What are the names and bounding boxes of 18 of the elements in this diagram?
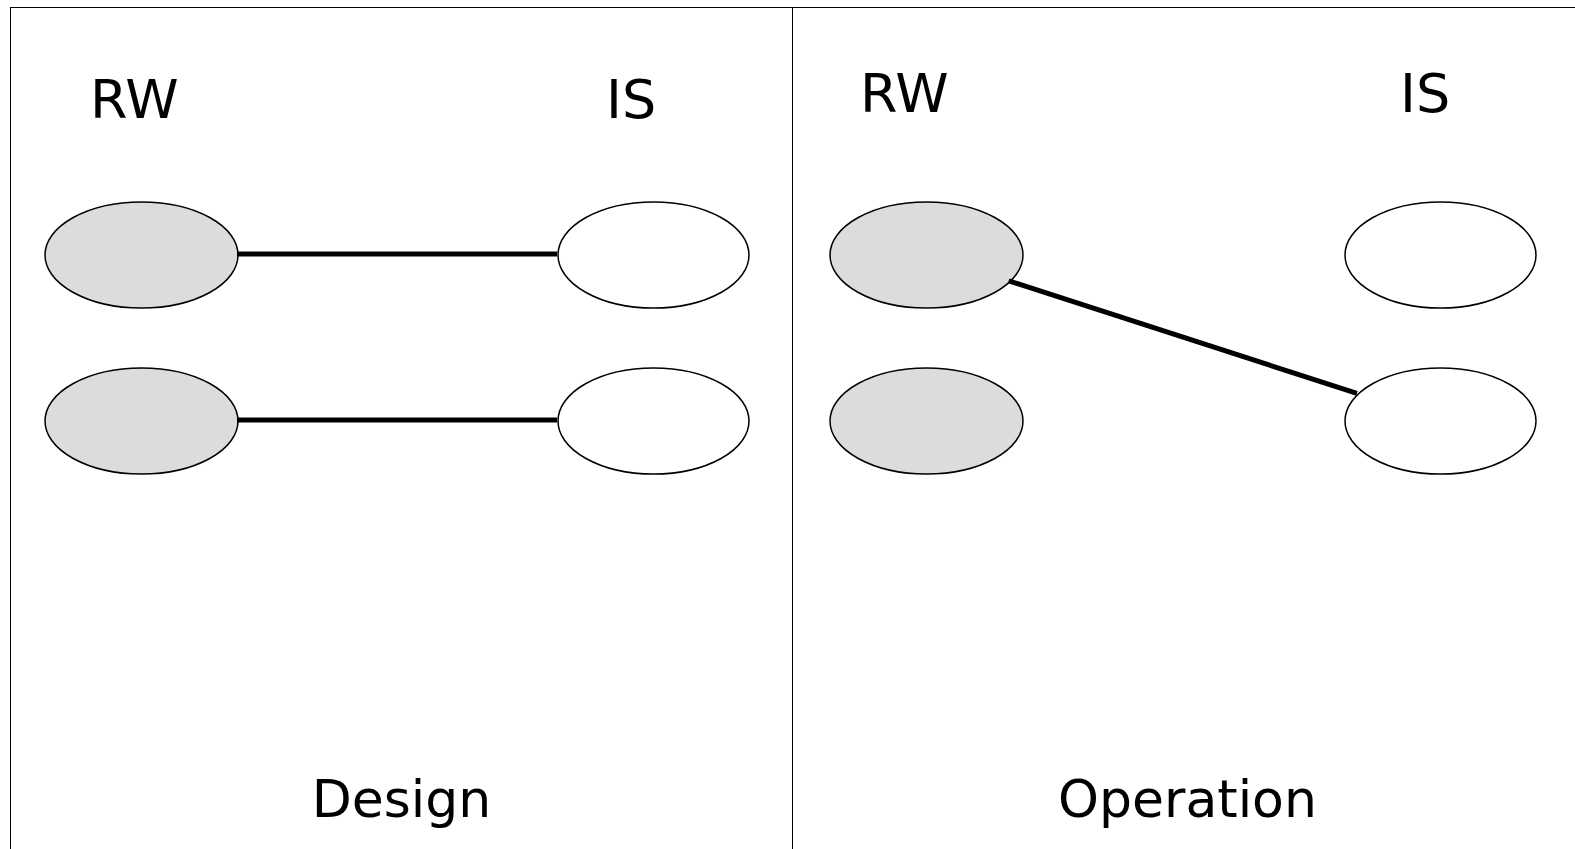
ellipse <box>45 368 238 474</box>
connector-line <box>1007 278 1358 396</box>
column-heading: RW <box>90 68 179 131</box>
ellipse <box>45 202 238 308</box>
connector-line <box>237 251 557 257</box>
ellipse <box>830 202 1023 308</box>
panel-title: Design <box>310 769 493 829</box>
ellipse <box>830 368 1023 474</box>
panel-title: Operation <box>1057 769 1318 829</box>
column-heading: IS <box>606 68 657 131</box>
ellipse <box>558 368 749 474</box>
column-heading: RW <box>860 62 949 125</box>
panel <box>10 7 793 849</box>
column-heading: IS <box>1400 62 1451 125</box>
connector-line <box>237 417 557 423</box>
ellipse <box>1345 368 1536 474</box>
ellipse <box>558 202 749 308</box>
ellipse <box>1345 202 1536 308</box>
